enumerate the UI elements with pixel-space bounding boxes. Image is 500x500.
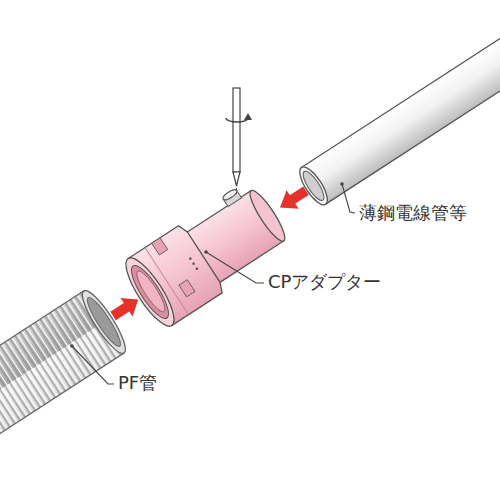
cp-adapter bbox=[118, 178, 295, 333]
part-label: PF管 bbox=[117, 372, 158, 394]
part-label: 薄鋼電線管等 bbox=[358, 202, 468, 224]
screwdriver bbox=[226, 88, 252, 196]
insert-arrow bbox=[274, 181, 312, 216]
part-label: CPアダプター bbox=[267, 271, 382, 293]
steel-conduit bbox=[295, 4, 500, 209]
